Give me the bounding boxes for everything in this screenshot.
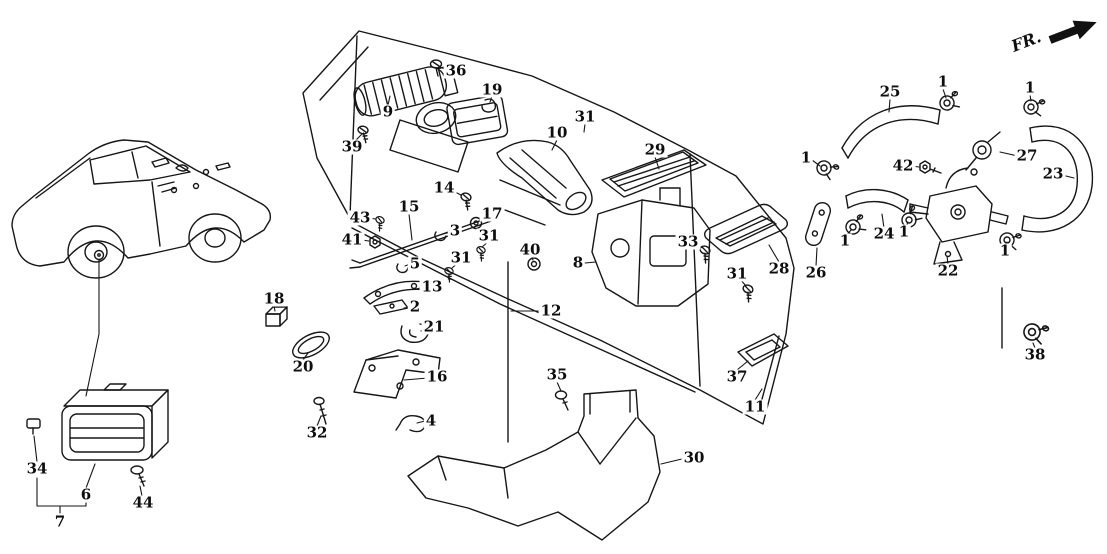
clip-34 xyxy=(26,418,41,435)
hose-clamp-1 xyxy=(842,213,868,237)
screw-39 xyxy=(355,124,371,144)
heater-control-unit xyxy=(26,383,169,487)
screw-31 xyxy=(472,244,488,262)
clip-21 xyxy=(400,323,430,344)
defroster-grille-29 xyxy=(601,149,707,198)
water-hose-group xyxy=(804,90,1094,349)
hook-4 xyxy=(395,414,426,433)
instrument-panel-frame xyxy=(302,30,795,443)
water-valve-22 xyxy=(909,167,1009,265)
cube-18 xyxy=(265,306,288,327)
fr-arrow-icon xyxy=(1048,20,1097,44)
control-cable-parts xyxy=(265,191,502,433)
hose-clamp-1 xyxy=(937,90,962,113)
water-hose-25 xyxy=(841,105,941,159)
screw-32 xyxy=(313,396,327,425)
center-vent-joint xyxy=(415,59,509,146)
hose-clamp-1 xyxy=(813,156,841,182)
clamp-38 xyxy=(1001,287,1050,349)
mount-plate-26 xyxy=(804,201,832,247)
hose-clamp-1 xyxy=(1022,96,1046,117)
bezel-20 xyxy=(292,331,330,359)
screw-36 xyxy=(429,59,443,77)
clamp-bracket-27 xyxy=(965,131,1001,171)
car-sketch xyxy=(11,139,272,279)
bolt-42 xyxy=(919,160,942,174)
screw-35 xyxy=(554,390,569,411)
heater-unit-8 xyxy=(527,187,711,307)
grommet-40 xyxy=(527,257,541,271)
fr-direction-arrow: FR. xyxy=(1008,20,1097,56)
defroster-flex-duct xyxy=(353,64,459,117)
water-hose-23 xyxy=(1021,125,1094,233)
bracket-16 xyxy=(353,349,441,399)
vent-37 xyxy=(737,333,789,367)
screw-44 xyxy=(130,465,146,487)
hose-clamp-1 xyxy=(997,228,1023,251)
side-vent-28 xyxy=(695,203,789,304)
car-internal-parts xyxy=(151,157,231,194)
control-mount-point xyxy=(93,249,105,261)
grommet-17 xyxy=(469,216,483,230)
bracket-2 xyxy=(373,299,409,315)
fr-label: FR. xyxy=(1008,27,1044,56)
clip-19 xyxy=(481,98,497,113)
side-duct-10 xyxy=(496,139,593,216)
floor-duct-30 xyxy=(407,389,661,541)
screw-43 xyxy=(371,214,387,232)
screw-31 xyxy=(738,283,756,304)
water-hose-24 xyxy=(845,188,909,213)
